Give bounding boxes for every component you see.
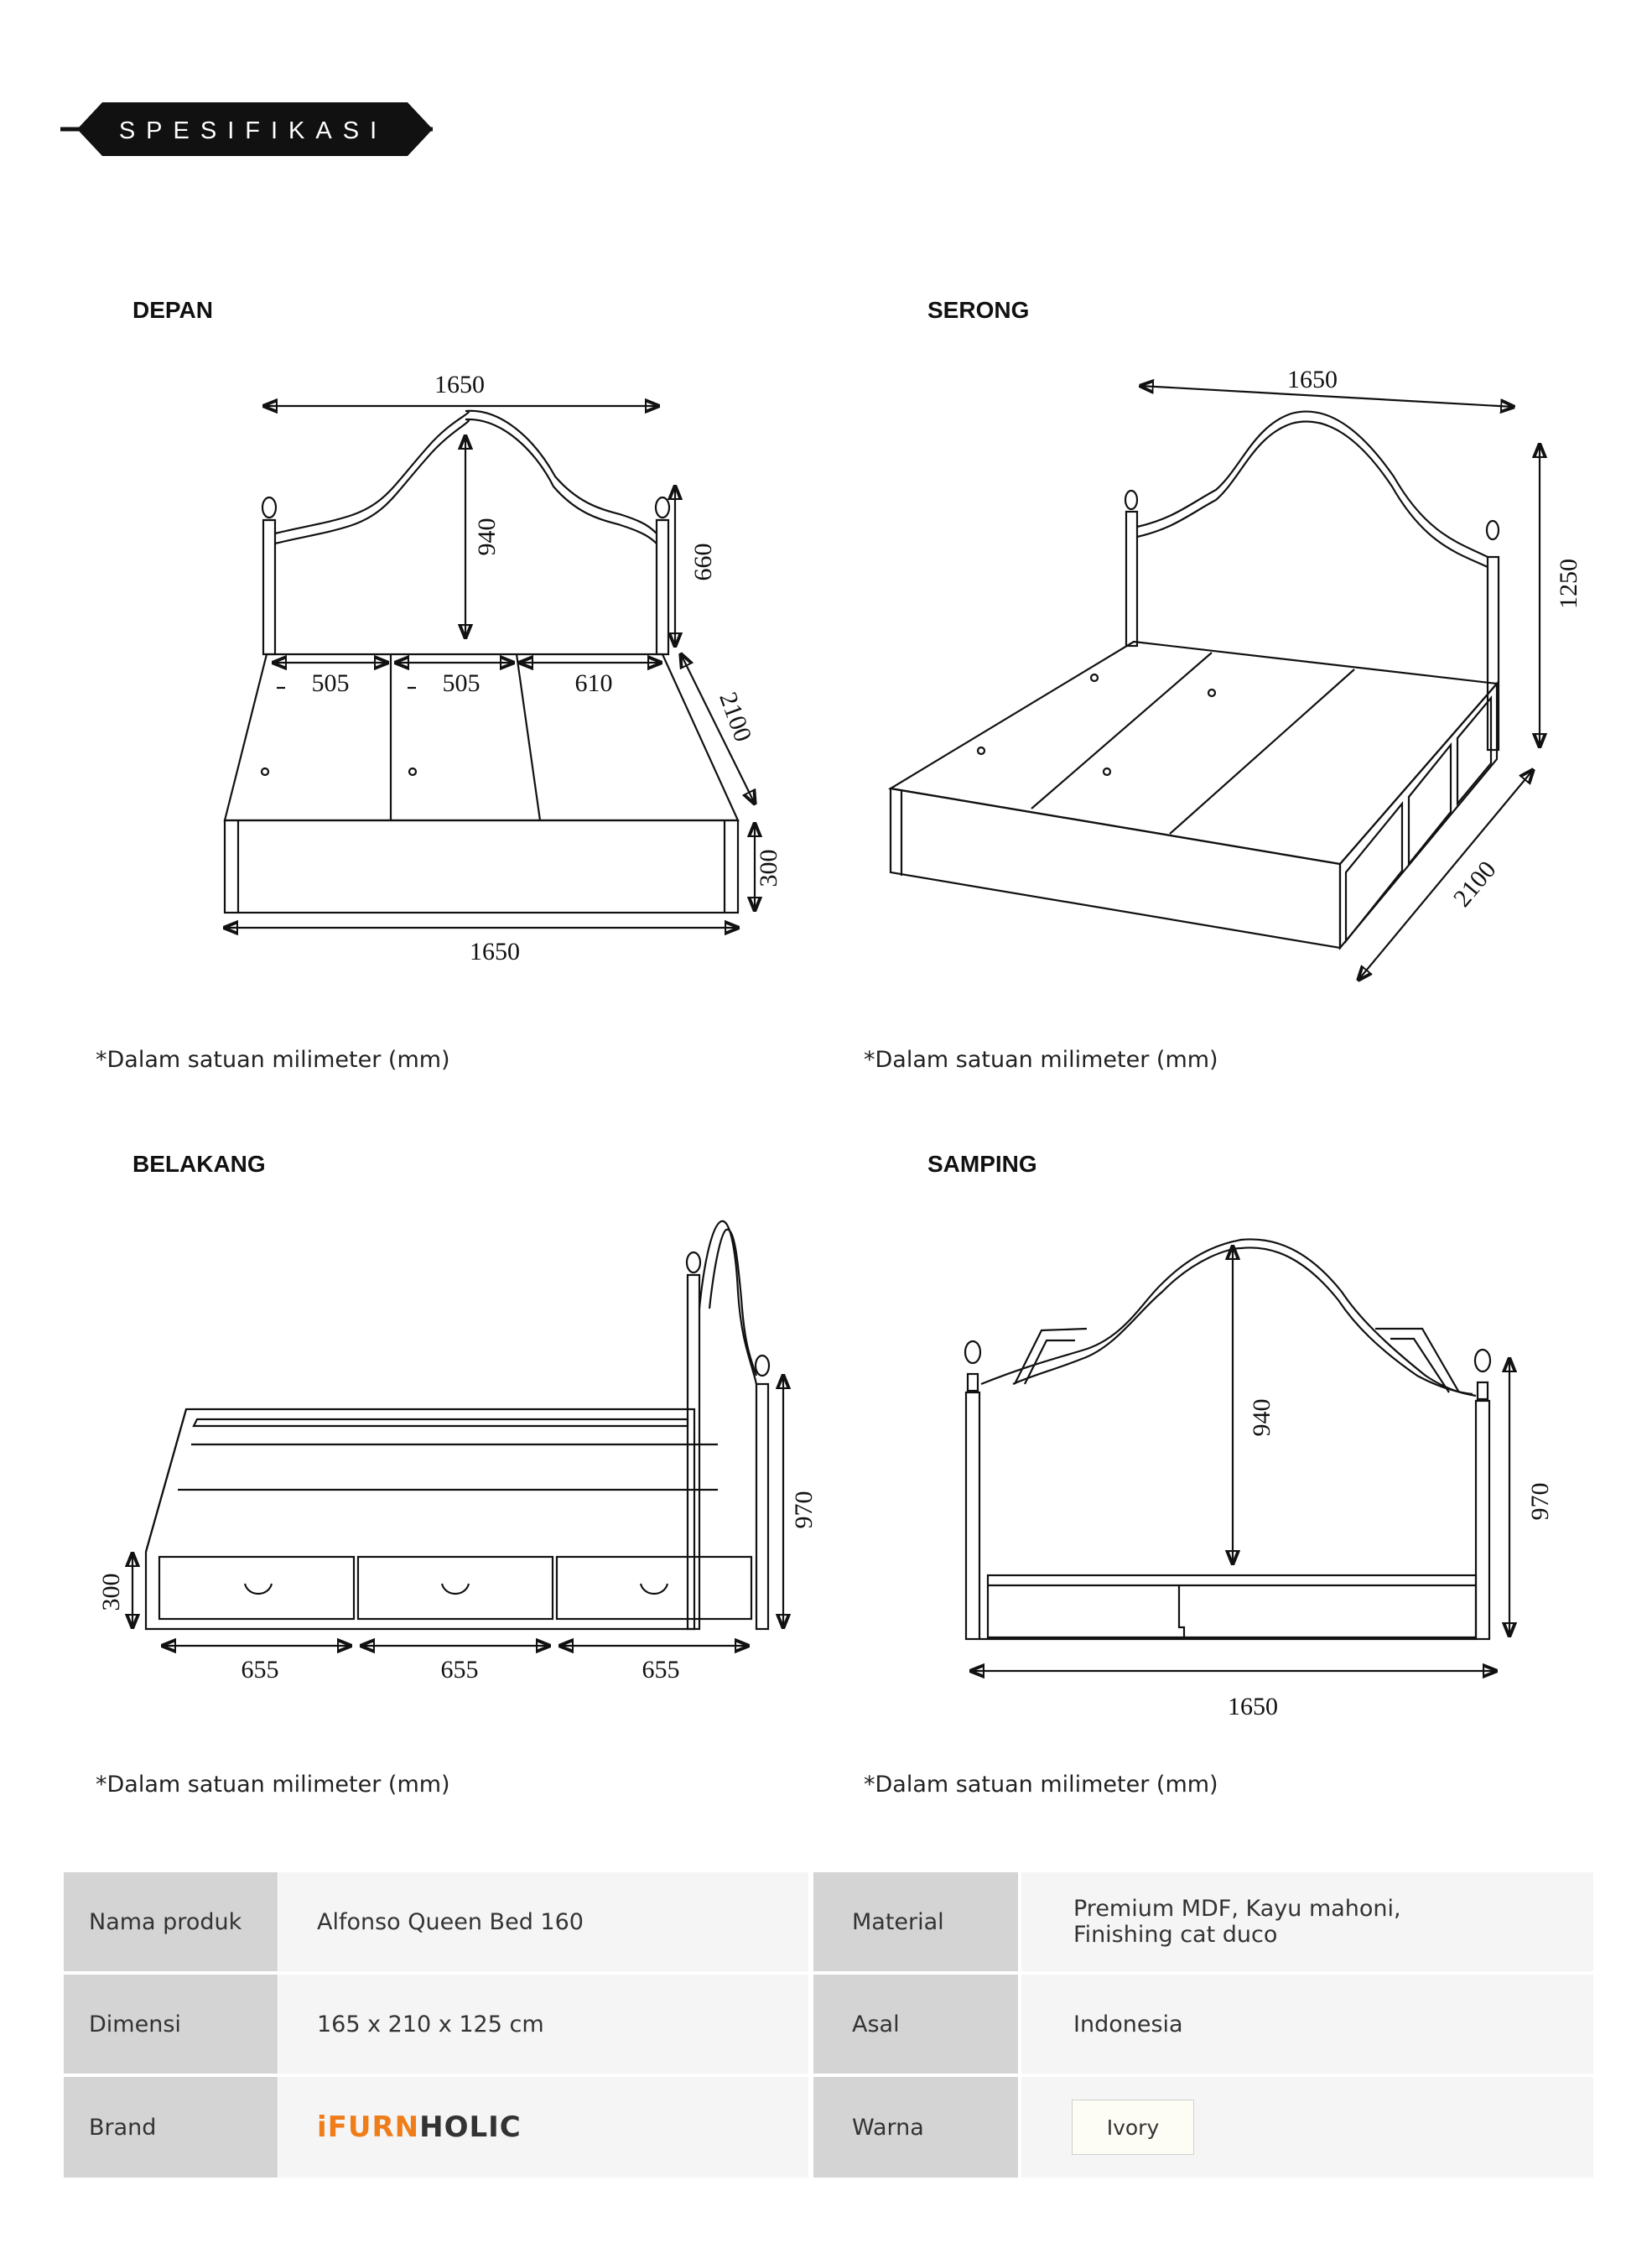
back-height-label: 970 <box>790 1491 818 1529</box>
back-view-drawing <box>132 1220 783 1646</box>
angled-length-label: 2100 <box>1448 856 1502 912</box>
spec-value-origin: Indonesia <box>1021 1975 1593 2074</box>
front-depth-label: 2100 <box>714 689 757 746</box>
front-unit-note: *Dalam satuan milimeter (mm) <box>96 1047 450 1073</box>
spec-value-brand: iFURNHOLIC <box>278 2077 808 2178</box>
spec-label-material: Material <box>813 1872 1018 1971</box>
back-drawer-3-label: 655 <box>642 1656 680 1684</box>
side-height-label: 970 <box>1526 1483 1554 1521</box>
side-unit-note: *Dalam satuan milimeter (mm) <box>864 1772 1218 1798</box>
section-banner: SPESIFIKASI <box>60 99 433 159</box>
spec-label-product-name: Nama produk <box>64 1872 278 1971</box>
back-unit-note: *Dalam satuan milimeter (mm) <box>96 1772 450 1798</box>
front-panel-3-label: 610 <box>575 669 613 697</box>
spec-value-product-name: Alfonso Queen Bed 160 <box>278 1872 808 1971</box>
brand-logo: iFURNHOLIC <box>317 2110 522 2144</box>
section-banner-shape: SPESIFIKASI <box>60 102 433 156</box>
front-top-width-label: 1650 <box>434 371 485 398</box>
spec-value-material-line1: Premium MDF, Kayu mahoni, <box>1073 1896 1401 1922</box>
front-bottom-width-label: 1650 <box>470 938 520 965</box>
spec-table: Nama produk Alfonso Queen Bed 160 Materi… <box>64 1872 1593 2178</box>
back-drawer-2-label: 655 <box>441 1656 479 1684</box>
brand-logo-prefix: iFURN <box>317 2110 420 2144</box>
spec-value-dimension: 165 x 210 x 125 cm <box>278 1975 808 2074</box>
front-panel-2-label: 505 <box>443 669 481 697</box>
side-width-label: 1650 <box>1228 1693 1278 1720</box>
front-view-title: DEPAN <box>132 297 213 323</box>
angled-width-label: 1650 <box>1287 366 1338 393</box>
front-post-height-label: 660 <box>689 544 717 581</box>
front-base-height-label: 300 <box>755 850 782 887</box>
angled-unit-note: *Dalam satuan milimeter (mm) <box>864 1047 1218 1073</box>
spec-label-origin: Asal <box>813 1975 1018 2074</box>
back-drawer-1-label: 655 <box>242 1656 279 1684</box>
spec-label-dimension: Dimensi <box>64 1975 278 2074</box>
front-headboard-height-label: 940 <box>473 518 501 556</box>
brand-logo-suffix: HOLIC <box>419 2110 522 2144</box>
spec-value-color: Ivory <box>1021 2077 1593 2178</box>
back-view-title: BELAKANG <box>132 1151 266 1177</box>
spec-value-material: Premium MDF, Kayu mahoni, Finishing cat … <box>1021 1872 1593 1971</box>
spec-label-brand: Brand <box>64 2077 278 2178</box>
angled-view-drawing <box>887 386 1540 980</box>
color-swatch: Ivory <box>1072 2100 1194 2155</box>
side-view-drawing <box>964 1238 1509 1671</box>
side-view-title: SAMPING <box>927 1151 1037 1177</box>
section-title: SPESIFIKASI <box>119 117 387 144</box>
angled-height-label: 1250 <box>1555 559 1582 609</box>
back-base-height-label: 300 <box>97 1574 125 1611</box>
spec-value-material-line2: Finishing cat duco <box>1073 1922 1278 1948</box>
front-panel-1-label: 505 <box>312 669 350 697</box>
spec-label-color: Warna <box>813 2077 1018 2178</box>
front-view-drawing <box>225 406 755 928</box>
angled-view-title: SERONG <box>927 297 1030 323</box>
side-headboard-height-label: 940 <box>1248 1399 1275 1437</box>
